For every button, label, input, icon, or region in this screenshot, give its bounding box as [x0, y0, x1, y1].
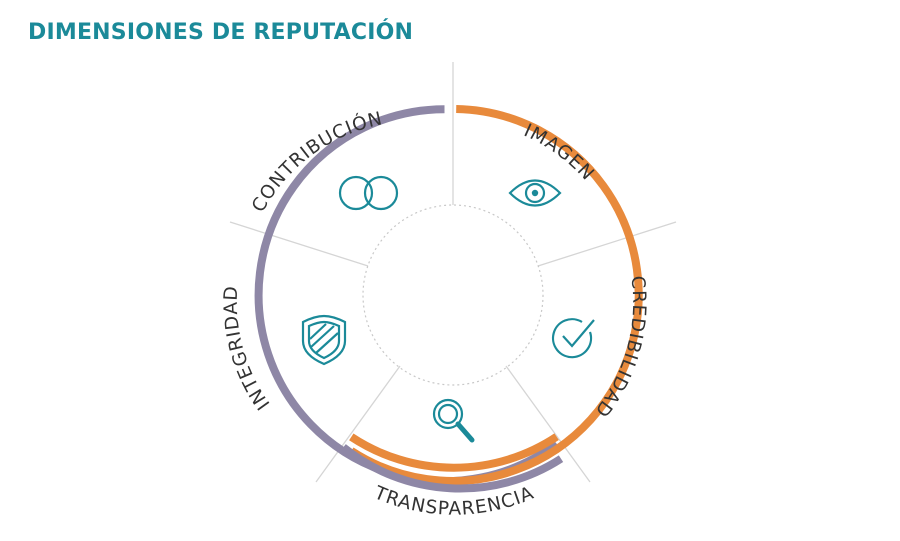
check-circle-icon: [551, 318, 595, 359]
shield-icon: [301, 314, 347, 366]
magnifier-icon: [432, 398, 475, 443]
divider-line-bottom-right: [505, 365, 591, 483]
divider-line-right: [537, 221, 677, 267]
ring-arc-orange-bottom: [349, 433, 559, 472]
overlapping-circles-icon: [338, 175, 399, 211]
inner-dotted-circle: [362, 204, 544, 386]
divider-line-bottom-left: [315, 365, 401, 483]
dividers: [229, 62, 677, 483]
eye-icon: [508, 179, 562, 207]
page-title: DIMENSIONES DE REPUTACIÓN: [28, 20, 414, 45]
divider-line-left: [229, 221, 369, 267]
segment-label-credibilidad: CREDIBILIDAD: [590, 275, 649, 421]
ring-arc-purple-bottom: [340, 444, 564, 493]
ring-arc-orange-right: [349, 105, 643, 485]
